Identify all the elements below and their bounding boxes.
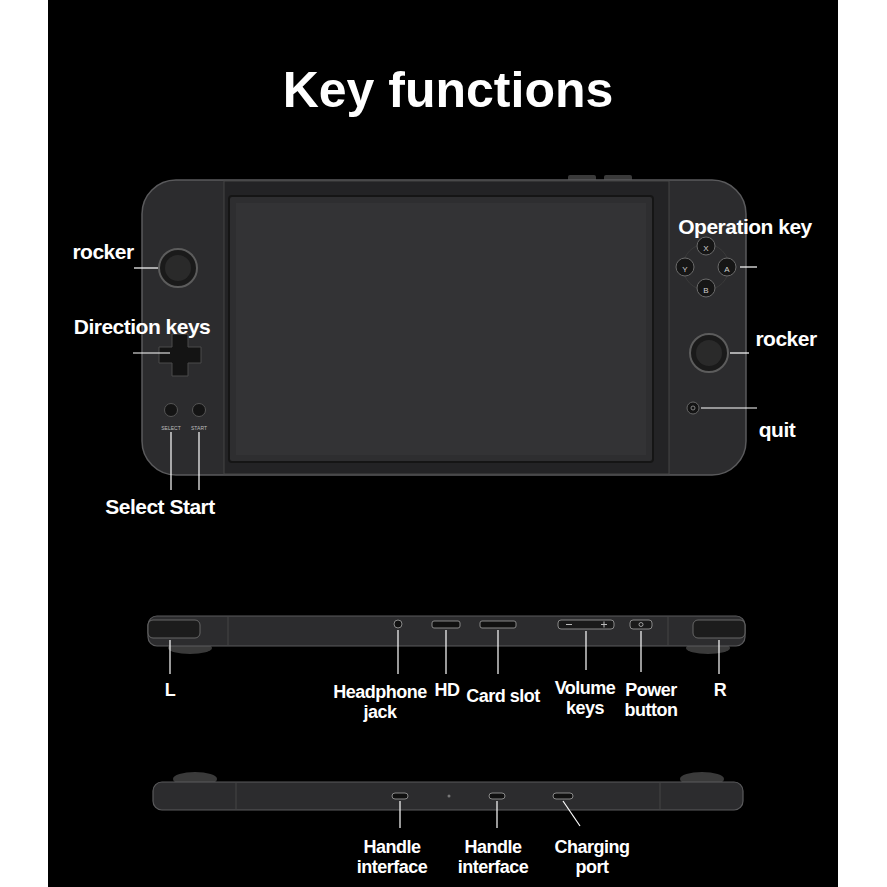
title-wrap: Key functions <box>283 62 614 118</box>
background-panel <box>48 0 838 887</box>
part-label: quit <box>759 418 795 442</box>
part-label: Handle interface <box>447 837 539 877</box>
part-label: rocker <box>72 240 133 264</box>
part-label-wrap: Card slot <box>466 686 540 706</box>
part-label-wrap: rocker <box>755 327 816 351</box>
leader-lines <box>133 267 757 828</box>
part-label-wrap: L <box>165 680 176 700</box>
part-label-wrap: HD <box>435 680 460 700</box>
part-label: R <box>714 680 727 700</box>
part-label: HD <box>435 680 460 700</box>
button-letter: A <box>724 266 729 275</box>
part-label-wrap: Power button <box>618 680 684 720</box>
part-label: Direction keys <box>74 315 211 339</box>
part-label: Headphone jack <box>330 682 430 722</box>
part-label-wrap: Handle interface <box>447 837 539 877</box>
part-label: Operation key <box>678 215 812 239</box>
button-letter: Y <box>682 266 687 275</box>
part-label-wrap: Volume keys <box>549 678 621 718</box>
part-label-wrap: R <box>714 680 727 700</box>
part-label: L <box>165 680 176 700</box>
part-label: Volume keys <box>549 678 621 718</box>
button-caption-wrap: START <box>191 416 207 434</box>
part-label: rocker <box>755 327 816 351</box>
part-label: Card slot <box>466 686 540 706</box>
part-label-wrap: rocker <box>72 240 133 264</box>
console-bottom-view <box>153 772 743 810</box>
part-label: Charging port <box>549 837 635 877</box>
part-label: Handle interface <box>346 837 438 877</box>
part-label-wrap: Charging port <box>549 837 635 877</box>
part-label: Select Start <box>105 495 215 519</box>
button-letter-wrap: A <box>724 258 729 276</box>
title: Key functions <box>283 62 614 118</box>
part-label: Power button <box>618 680 684 720</box>
button-caption: START <box>191 426 207 432</box>
button-letter: B <box>703 287 708 296</box>
button-caption-wrap: SELECT <box>161 416 180 434</box>
part-label-wrap: Direction keys <box>74 315 211 339</box>
button-letter-wrap: X <box>703 237 708 255</box>
part-label-wrap: Handle interface <box>346 837 438 877</box>
button-letter-wrap: Y <box>682 258 687 276</box>
part-label-wrap: Operation key <box>678 215 812 239</box>
part-label-wrap: Select Start <box>105 495 215 519</box>
button-caption: SELECT <box>161 426 180 432</box>
part-label-wrap: Headphone jack <box>330 682 430 722</box>
console-front <box>142 175 746 475</box>
button-letter: X <box>703 245 708 254</box>
button-letter-wrap: B <box>703 279 708 297</box>
part-label-wrap: quit <box>759 418 795 442</box>
